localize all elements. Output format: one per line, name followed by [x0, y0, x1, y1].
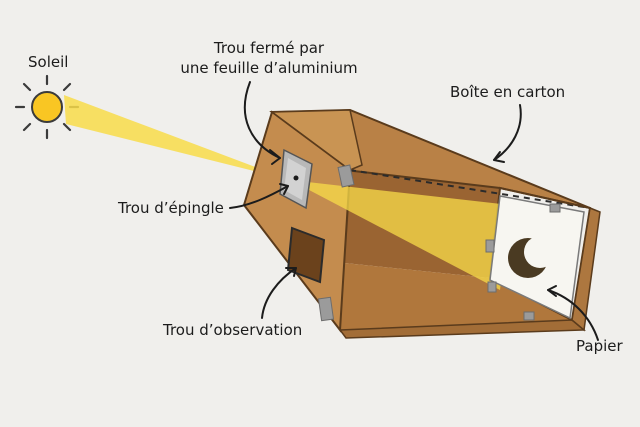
incoming-light-beam: [64, 95, 290, 180]
label-covered-hole: Trou fermé par une feuille d’aluminium: [178, 38, 360, 78]
label-paper: Papier: [576, 337, 623, 355]
tape-pieces: [317, 164, 561, 322]
arrow-box: [493, 104, 522, 161]
partial-eclipse-image-icon: [508, 236, 556, 278]
label-box: Boîte en carton: [450, 83, 566, 101]
label-covered-hole-line1: Trou fermé par: [213, 39, 325, 57]
pinhole-dot: [293, 175, 299, 181]
label-sun: Soleil: [28, 53, 69, 71]
arrow-covered-hole: [243, 81, 281, 159]
label-viewing-hole: Trou d’observation: [163, 321, 303, 339]
label-pinhole: Trou d’épingle: [118, 199, 224, 217]
arrow-viewing-hole: [261, 267, 297, 319]
label-covered-hole-line2: une feuille d’aluminium: [180, 59, 358, 77]
viewing-hole: [286, 226, 326, 284]
inner-light-beam: [290, 180, 510, 290]
arrow-paper: [547, 289, 599, 341]
arrow-pinhole: [229, 185, 289, 209]
aluminium-foil-icon: [279, 148, 313, 210]
sun-icon: [14, 74, 80, 140]
